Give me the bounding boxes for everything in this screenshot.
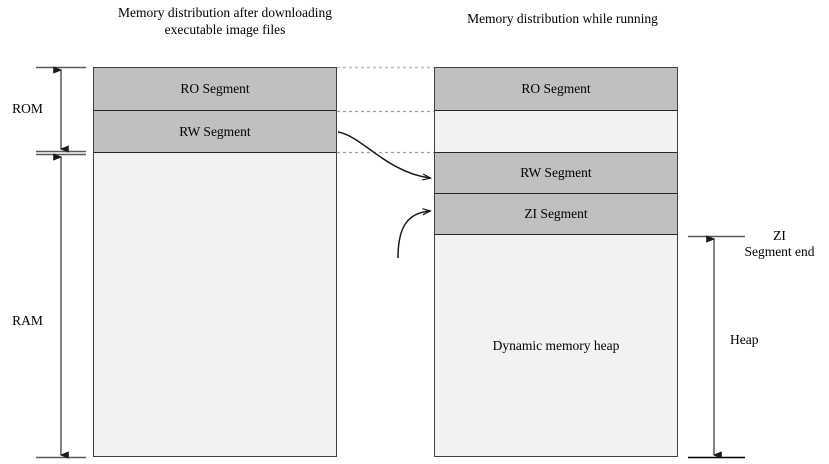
zi-creation-arrow bbox=[397, 211, 430, 259]
left-diagram-title: Memory distribution after downloading ex… bbox=[117, 5, 333, 37]
right-memory-block: RO Segment RW Segment ZI Segment Dynamic… bbox=[434, 67, 678, 457]
right-segment-ro: RO Segment bbox=[435, 68, 677, 111]
left-segment-free bbox=[94, 153, 336, 456]
dotted-connector-lines bbox=[337, 66, 434, 154]
left-memory-block: RO Segment RW Segment bbox=[93, 67, 337, 457]
right-segment-rw: RW Segment bbox=[435, 153, 677, 194]
left-segment-rw: RW Segment bbox=[94, 111, 336, 153]
ram-bracket bbox=[36, 153, 86, 459]
right-segment-zi: ZI Segment bbox=[435, 194, 677, 235]
rom-label: ROM bbox=[12, 101, 43, 116]
right-segment-gap bbox=[435, 111, 677, 153]
right-segment-heap: Dynamic memory heap bbox=[435, 235, 677, 456]
zi-segment-end-label: ZI Segment end bbox=[744, 228, 815, 259]
right-diagram-title: Memory distribution while running bbox=[467, 11, 658, 26]
left-segment-ro: RO Segment bbox=[94, 68, 336, 111]
heap-label: Heap bbox=[730, 332, 759, 347]
ram-label: RAM bbox=[12, 313, 43, 328]
rw-relocation-arrow bbox=[337, 131, 430, 178]
